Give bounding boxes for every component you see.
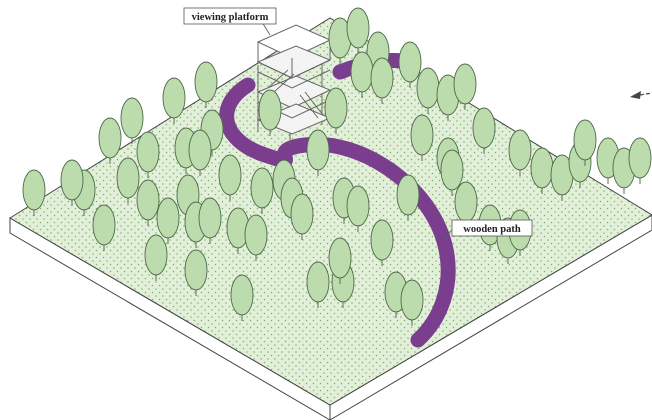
- tree: [370, 219, 394, 266]
- tree: [156, 197, 180, 244]
- tree-crown: [416, 67, 440, 109]
- tree-crown: [22, 169, 46, 211]
- tree-crown: [573, 119, 597, 161]
- tree-crown: [530, 147, 554, 189]
- tree-crown: [250, 167, 274, 209]
- tree-crown: [346, 185, 370, 227]
- tree-crown: [60, 159, 84, 201]
- tree-crown: [306, 129, 330, 171]
- label-wooden-path-text: wooden path: [463, 224, 521, 235]
- tree: [346, 185, 370, 232]
- tree-crown: [370, 219, 394, 261]
- tree-crown: [628, 137, 652, 179]
- tree: [550, 154, 574, 201]
- tree-crown: [400, 279, 424, 321]
- tree: [230, 274, 254, 321]
- tree-crown: [218, 154, 242, 196]
- tree: [162, 77, 186, 124]
- tree-crown: [398, 41, 422, 83]
- tree: [290, 193, 314, 240]
- tree: [92, 204, 116, 251]
- tree: [116, 157, 140, 204]
- tree-crown: [472, 107, 496, 149]
- tree: [306, 261, 330, 308]
- tree-crown: [328, 237, 352, 279]
- tree-crown: [346, 7, 370, 49]
- tree: [144, 234, 168, 281]
- tree: [194, 61, 218, 108]
- tree-crown: [396, 174, 420, 216]
- tree: [370, 57, 394, 104]
- tree-crown: [144, 234, 168, 276]
- tree-crown: [306, 261, 330, 303]
- tree-crown: [453, 63, 477, 105]
- tree: [22, 169, 46, 216]
- tree-crown: [410, 114, 434, 156]
- tree-crown: [156, 197, 180, 239]
- tree: [218, 154, 242, 201]
- tree: [306, 129, 330, 176]
- tree-crown: [120, 97, 144, 139]
- tree-crown: [98, 117, 122, 159]
- tree: [258, 89, 282, 136]
- tree: [400, 279, 424, 326]
- tree: [453, 63, 477, 110]
- tree: [136, 179, 160, 226]
- tree-crown: [244, 214, 268, 256]
- tree: [244, 214, 268, 261]
- tree-crown: [508, 129, 532, 171]
- tree-crown: [198, 197, 222, 239]
- tree-crown: [188, 129, 212, 171]
- tree-crown: [194, 61, 218, 103]
- trees: [22, 7, 652, 326]
- tree-crown: [116, 157, 140, 199]
- tree: [628, 137, 652, 184]
- tree: [188, 129, 212, 176]
- tree-crown: [440, 149, 464, 191]
- tree: [60, 159, 84, 206]
- tree-crown: [184, 249, 208, 291]
- tree: [472, 107, 496, 154]
- ground-surface: [9, 17, 652, 406]
- tree-crown: [370, 57, 394, 99]
- arrow-left-icon: [630, 91, 652, 99]
- tree-crown: [136, 131, 160, 173]
- tree-crown: [92, 204, 116, 246]
- label-wooden-path: wooden path: [439, 219, 533, 241]
- tree-crown: [350, 51, 374, 93]
- tree: [184, 249, 208, 296]
- label-viewing-platform: viewing platform: [183, 7, 277, 36]
- tree: [508, 129, 532, 176]
- tree: [324, 87, 348, 134]
- tree-crown: [136, 179, 160, 221]
- tree: [136, 131, 160, 178]
- tree: [98, 117, 122, 164]
- tree: [328, 237, 352, 284]
- tree-crown: [230, 274, 254, 316]
- tree: [410, 114, 434, 161]
- tree: [396, 174, 420, 221]
- ground-slab: [9, 17, 652, 420]
- tree-crown: [162, 77, 186, 119]
- tree: [398, 41, 422, 88]
- tree-crown: [324, 87, 348, 129]
- tree: [346, 7, 370, 54]
- tree: [120, 97, 144, 144]
- tree: [440, 149, 464, 196]
- tree-crown: [258, 89, 282, 131]
- tree-crown: [454, 181, 478, 223]
- label-viewing-platform-text: viewing platform: [192, 12, 269, 23]
- tree: [250, 167, 274, 214]
- tree-crown: [290, 193, 314, 235]
- tree: [198, 197, 222, 244]
- tree: [573, 119, 597, 166]
